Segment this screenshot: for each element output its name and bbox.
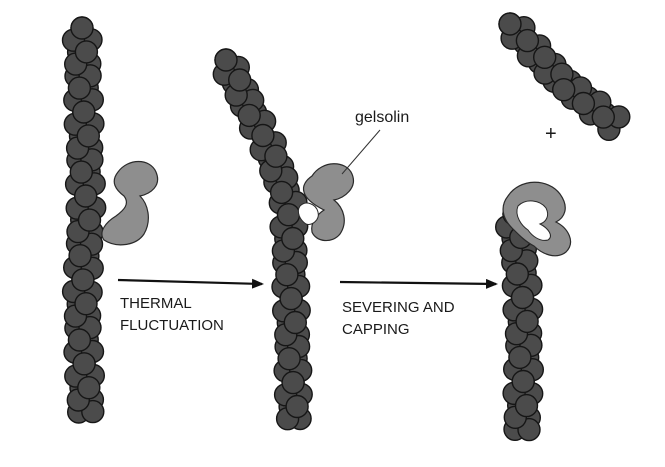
actin-monomer bbox=[73, 353, 95, 375]
actin-monomer bbox=[509, 346, 531, 368]
actin-monomer bbox=[572, 93, 594, 115]
arrow-thermal-fluctuation bbox=[118, 280, 262, 284]
actin-fragment-released bbox=[499, 13, 630, 140]
actin-monomer bbox=[286, 396, 308, 418]
gelsolin-label: gelsolin bbox=[355, 109, 409, 126]
actin-monomer bbox=[506, 263, 528, 285]
actin-monomer bbox=[278, 348, 300, 370]
gelsolin-bound-side bbox=[102, 162, 158, 245]
actin-monomer bbox=[516, 30, 538, 52]
actin-monomer bbox=[280, 288, 302, 310]
actin-monomer bbox=[282, 228, 304, 250]
actin-monomer bbox=[516, 395, 538, 417]
actin-monomer bbox=[265, 145, 287, 167]
plus-sign: + bbox=[545, 123, 557, 145]
actin-monomer bbox=[68, 77, 90, 99]
actin-monomer bbox=[271, 181, 293, 203]
actin-monomer bbox=[69, 245, 91, 267]
actin-monomer bbox=[77, 125, 99, 147]
actin-monomer bbox=[499, 13, 521, 35]
thermal-label-line2: FLUCTUATION bbox=[120, 317, 224, 334]
actin-monomer bbox=[278, 204, 300, 226]
actin-monomer bbox=[553, 79, 575, 101]
gelsolin-pointer-line bbox=[342, 130, 380, 174]
actin-monomer bbox=[75, 41, 97, 63]
actin-monomer bbox=[75, 185, 97, 207]
actin-monomer bbox=[75, 293, 97, 315]
thermal-label-line1: THERMAL bbox=[120, 295, 192, 312]
actin-monomer bbox=[512, 371, 534, 393]
actin-monomer bbox=[215, 49, 237, 71]
actin-monomer bbox=[512, 287, 534, 309]
actin-monomer bbox=[71, 17, 93, 39]
actin-filament-fluctuating bbox=[213, 49, 312, 430]
arrow-severing-capping bbox=[340, 282, 496, 284]
severing-label-line1: SEVERING AND bbox=[342, 299, 455, 316]
actin-monomer bbox=[284, 312, 306, 334]
actin-monomer bbox=[79, 209, 101, 231]
actin-filament-intact bbox=[63, 17, 106, 423]
actin-monomer bbox=[73, 101, 95, 123]
actin-monomer bbox=[534, 46, 556, 68]
actin-monomer bbox=[68, 329, 90, 351]
actin-monomer bbox=[252, 125, 274, 147]
actin-monomer bbox=[282, 372, 304, 394]
actin-monomer bbox=[238, 104, 260, 126]
actin-monomer bbox=[592, 106, 614, 128]
actin-monomer bbox=[229, 69, 251, 91]
actin-monomer bbox=[516, 310, 538, 332]
actin-monomer bbox=[78, 377, 100, 399]
actin-monomer bbox=[276, 264, 298, 286]
actin-monomer bbox=[70, 161, 92, 183]
severing-label-line2: CAPPING bbox=[342, 321, 410, 338]
actin-monomer bbox=[72, 269, 94, 291]
